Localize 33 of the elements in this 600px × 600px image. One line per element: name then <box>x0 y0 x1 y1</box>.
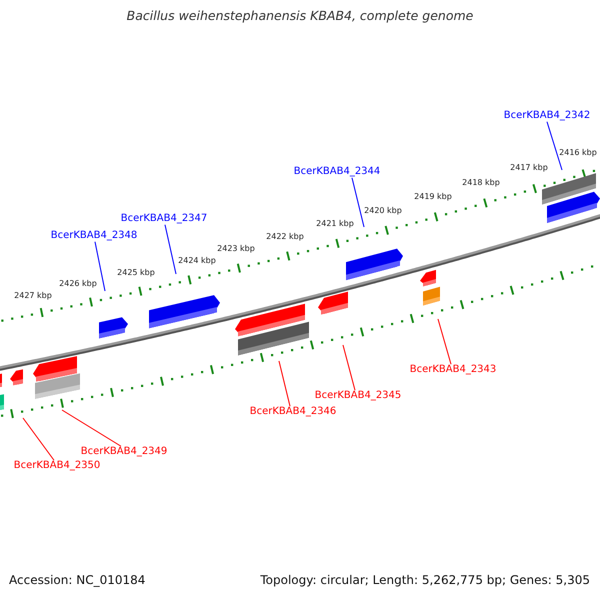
leader-line <box>278 360 290 407</box>
leader-line <box>94 241 106 292</box>
scale-label: 2420 kbp <box>364 206 402 216</box>
scale-label: 2417 kbp <box>510 163 548 173</box>
footer-text: Topology: circular; Length: 5,262,775 bp; Genes: 5,305 <box>260 574 590 588</box>
leader-line <box>342 344 356 391</box>
leader-line <box>164 224 176 274</box>
gene-label: BcerKBAB4_2344 <box>294 166 380 178</box>
gene-label: BcerKBAB4_2343 <box>410 364 496 376</box>
scale-label: 2418 kbp <box>462 178 500 188</box>
scale-label: 2424 kbp <box>178 256 216 266</box>
footer-text: Accession: NC_010184 <box>9 574 146 588</box>
title: Bacillus weihenstephanensis KBAB4, complete genome <box>126 9 474 24</box>
scale-label: 2423 kbp <box>217 244 255 254</box>
scale-label: 2416 kbp <box>559 148 597 158</box>
gene-label: BcerKBAB4_2350 <box>14 460 100 472</box>
leader-line <box>22 418 54 461</box>
scale-label: 2422 kbp <box>266 232 304 242</box>
scale-label: 2425 kbp <box>117 268 155 278</box>
scale-label: 2427 kbp <box>14 291 52 301</box>
gene-label: BcerKBAB4_2347 <box>120 213 208 225</box>
gene-label: BcerKBAB4_2346 <box>250 406 336 418</box>
gene-label: BcerKBAB4_2342 <box>504 110 590 122</box>
scale-label: 2426 kbp <box>59 279 97 289</box>
leader-line <box>546 121 562 170</box>
gene-label: BcerKBAB4_2348 <box>50 230 138 242</box>
scale-label: 2421 kbp <box>316 219 354 229</box>
leader-line <box>438 318 452 365</box>
leader-line <box>352 177 364 228</box>
leader-line <box>62 410 122 447</box>
gene-label: BcerKBAB4_2349 <box>80 446 168 458</box>
scale-label: 2419 kbp <box>414 192 452 202</box>
gene-label: BcerKBAB4_2345 <box>314 390 402 402</box>
